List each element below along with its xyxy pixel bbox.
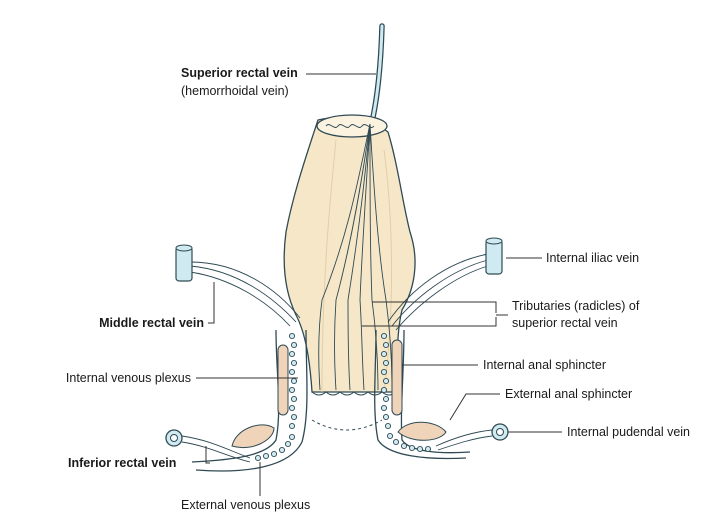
internal-venous-plexus-right <box>380 332 392 430</box>
internal-pudendal-vein-label: Internal pudendal vein <box>567 425 691 439</box>
hemorrhoidal-vein-label: (hemorrhoidal vein) <box>181 84 289 98</box>
external-venous-plexus-right <box>386 432 432 453</box>
internal-pudendal-vein <box>435 423 509 451</box>
left-anal-wall <box>191 329 308 472</box>
tributaries-label-line2: superior rectal vein <box>512 316 618 330</box>
superior-rectal-vein-label: Superior rectal vein <box>181 66 298 80</box>
external-anal-sphincter-label: External anal sphincter <box>505 387 633 401</box>
internal-venous-plexus-left <box>288 332 298 430</box>
superior-rectal-vein-tube <box>369 23 385 125</box>
middle-rectal-vein-left <box>175 244 301 327</box>
inferior-rectal-vein <box>165 429 251 463</box>
external-venous-plexus-label: External venous plexus <box>181 498 311 512</box>
internal-anal-sphincter-label: Internal anal sphincter <box>483 358 606 372</box>
internal-venous-plexus-label: Internal venous plexus <box>65 371 191 385</box>
tributaries-label-line1: Tributaries (radicles) of <box>512 299 640 313</box>
internal-iliac-vein-label: Internal iliac vein <box>546 251 640 265</box>
inferior-rectal-vein-label: Inferior rectal vein <box>68 456 177 470</box>
rectum-body <box>283 114 416 396</box>
tributaries-radicles <box>318 123 393 391</box>
right-anal-wall <box>374 329 471 460</box>
middle-rectal-vein-label: Middle rectal vein <box>99 316 204 330</box>
internal-iliac-vein-right <box>387 237 503 331</box>
external-venous-plexus-left <box>254 433 296 462</box>
anal-canal-boundary <box>311 419 383 431</box>
leader-lines <box>196 73 562 496</box>
